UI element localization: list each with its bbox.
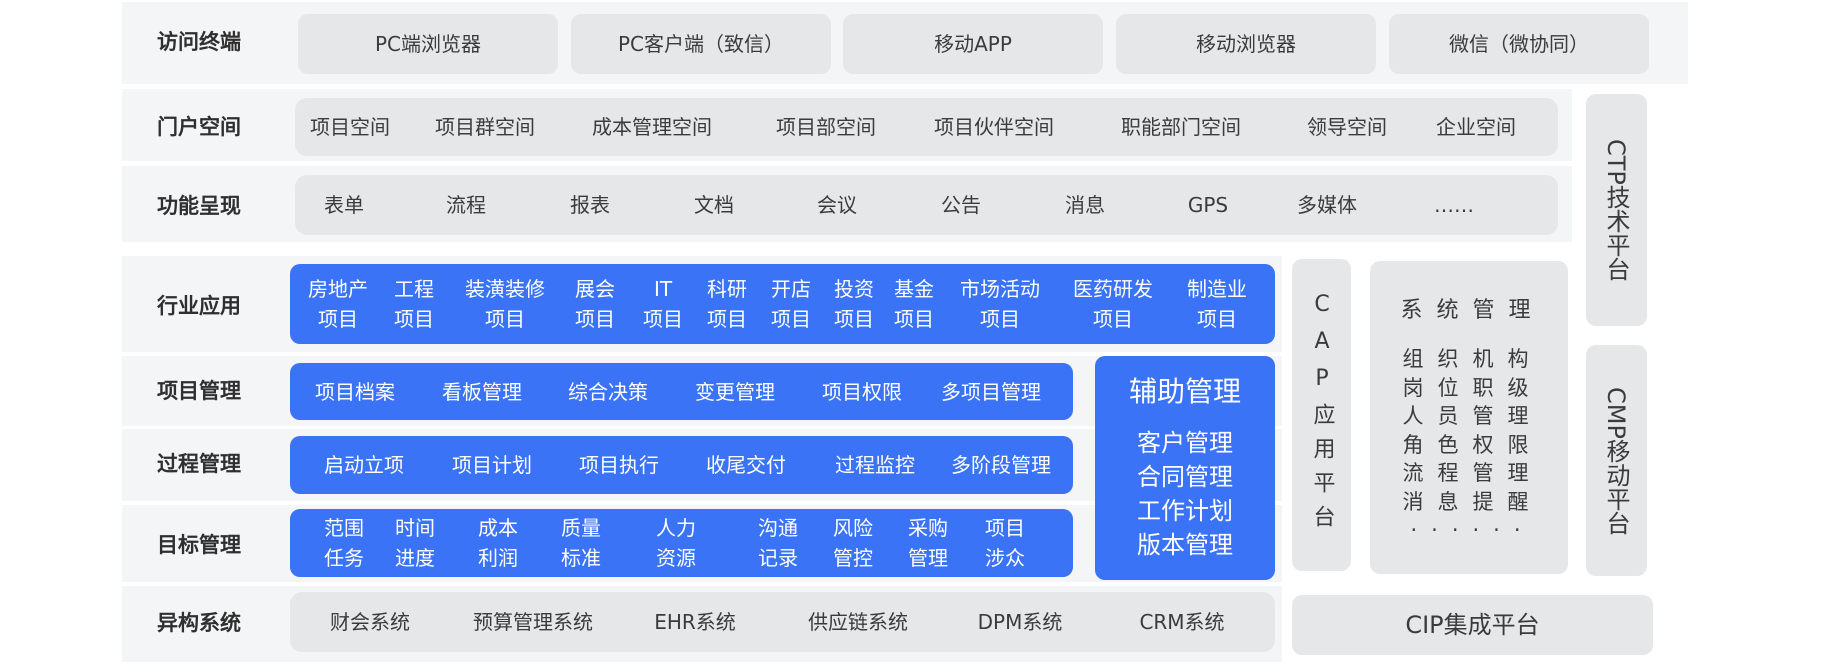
system-management-item: 流程管理 <box>1402 461 1543 485</box>
system-management-item: ······ <box>1410 518 1535 542</box>
hetero-item: 供应链系统 <box>808 610 908 634</box>
process-label: 过程管理 <box>157 452 241 476</box>
access-mobile-app: 移动APP <box>843 14 1103 74</box>
hetero-item: EHR系统 <box>654 610 736 634</box>
portal-space-bar: 项目空间 项目群空间 成本管理空间 项目部空间 项目伙伴空间 职能部门空间 领导… <box>295 98 1558 156</box>
target-item: 风险管控 <box>833 516 873 570</box>
function-item: 会议 <box>817 193 857 217</box>
industry-item: 工程项目 <box>394 277 434 331</box>
industry-item: 展会项目 <box>575 277 615 331</box>
function-label: 功能呈现 <box>157 194 241 218</box>
portal-item: 职能部门空间 <box>1121 115 1241 139</box>
aux-management-item: 合同管理 <box>1137 463 1233 491</box>
function-bar: 表单 流程 报表 文档 会议 公告 消息 GPS 多媒体 …… <box>295 175 1558 235</box>
hetero-item: 预算管理系统 <box>473 610 593 634</box>
process-item: 多阶段管理 <box>951 453 1051 477</box>
portal-item: 项目空间 <box>310 115 390 139</box>
system-management-item: 组织机构 <box>1402 347 1543 371</box>
access-mobile-browser: 移动浏览器 <box>1116 14 1376 74</box>
target-item: 沟通记录 <box>758 516 798 570</box>
hetero-bar: 财会系统 预算管理系统 EHR系统 供应链系统 DPM系统 CRM系统 <box>290 592 1275 652</box>
process-item: 项目执行 <box>579 453 659 477</box>
industry-item: 房地产项目 <box>308 277 368 331</box>
hetero-label: 异构系统 <box>157 611 241 635</box>
access-pc-client: PC客户端（致信） <box>571 14 831 74</box>
function-item: 表单 <box>324 193 364 217</box>
portal-item: 企业空间 <box>1436 115 1516 139</box>
target-item: 范围任务 <box>324 516 364 570</box>
target-item: 质量标准 <box>561 516 601 570</box>
system-management-item: 角色权限 <box>1402 432 1543 457</box>
target-bar: 范围任务 时间进度 成本利润 质量标准 人力资源 沟通记录 风险管控 采购管理 … <box>290 509 1073 577</box>
project-bar: 项目档案 看板管理 综合决策 变更管理 项目权限 多项目管理 <box>290 363 1073 420</box>
cap-platform: CAP应用平台 <box>1292 259 1351 571</box>
function-item: 文档 <box>694 193 734 217</box>
portal-item: 项目伙伴空间 <box>934 115 1054 139</box>
industry-label: 行业应用 <box>157 294 241 318</box>
system-management-item: 消息提醒 <box>1402 489 1543 514</box>
system-management-box: 系统管理 组织机构 岗位职级 人员管理 角色权限 流程管理 消息提醒 ·····… <box>1370 261 1568 574</box>
process-bar: 启动立项 项目计划 项目执行 收尾交付 过程监控 多阶段管理 <box>290 436 1073 494</box>
industry-item: 开店项目 <box>771 277 811 331</box>
aux-management-item: 版本管理 <box>1137 531 1233 559</box>
system-management-item: 岗位职级 <box>1402 375 1543 400</box>
target-item: 人力资源 <box>656 516 696 570</box>
access-terminal-label: 访问终端 <box>157 30 241 54</box>
function-item: GPS <box>1187 193 1229 217</box>
hetero-item: CRM系统 <box>1139 610 1225 634</box>
portal-item: 领导空间 <box>1307 115 1387 139</box>
aux-management-box: 辅助管理 客户管理 合同管理 工作计划 版本管理 <box>1095 356 1275 580</box>
function-item: 消息 <box>1065 193 1105 217</box>
industry-item: 科研项目 <box>707 277 747 331</box>
function-item: …… <box>1434 193 1474 217</box>
aux-management-item: 客户管理 <box>1137 429 1233 457</box>
project-item: 综合决策 <box>568 379 648 404</box>
portal-space-label: 门户空间 <box>157 115 241 139</box>
target-item: 时间进度 <box>395 516 435 570</box>
project-item: 项目权限 <box>822 379 902 404</box>
hetero-item: 财会系统 <box>330 610 410 634</box>
function-item: 多媒体 <box>1297 193 1357 217</box>
aux-management-item: 工作计划 <box>1137 497 1233 525</box>
cip-platform: CIP集成平台 <box>1292 595 1653 655</box>
project-item: 变更管理 <box>695 379 775 404</box>
target-item: 采购管理 <box>908 516 948 570</box>
project-label: 项目管理 <box>157 379 241 403</box>
hetero-item: DPM系统 <box>977 610 1063 634</box>
aux-management-list: 客户管理 合同管理 工作计划 版本管理 <box>1095 426 1275 562</box>
process-item: 过程监控 <box>835 453 915 477</box>
function-item: 公告 <box>941 193 981 217</box>
process-item: 启动立项 <box>324 453 404 477</box>
portal-item: 成本管理空间 <box>592 115 712 139</box>
access-wechat: 微信（微协同） <box>1389 14 1649 74</box>
function-item: 报表 <box>570 193 610 217</box>
industry-item: 制造业项目 <box>1187 277 1247 331</box>
target-item: 项目涉众 <box>985 516 1025 570</box>
access-pc-browser: PC端浏览器 <box>298 14 558 74</box>
system-management-item: 人员管理 <box>1402 404 1543 428</box>
industry-item: 医药研发项目 <box>1073 277 1153 331</box>
system-management-list: 组织机构 岗位职级 人员管理 角色权限 流程管理 消息提醒 ······ <box>1377 345 1568 545</box>
industry-item: 装潢装修项目 <box>465 277 545 331</box>
portal-item: 项目群空间 <box>435 115 535 139</box>
ctp-platform: CTP技术平台 <box>1586 94 1647 326</box>
function-item: 流程 <box>446 193 486 217</box>
project-item: 项目档案 <box>315 379 395 404</box>
portal-item: 项目部空间 <box>776 115 876 139</box>
project-item: 看板管理 <box>442 379 522 404</box>
process-item: 项目计划 <box>452 453 532 477</box>
target-item: 成本利润 <box>478 516 518 570</box>
aux-management-title: 辅助管理 <box>1128 375 1241 408</box>
cmp-platform: CMP移动平台 <box>1586 345 1647 576</box>
project-item: 多项目管理 <box>941 379 1041 404</box>
industry-item: 投资项目 <box>834 277 874 331</box>
industry-item: 市场活动项目 <box>960 277 1040 331</box>
process-item: 收尾交付 <box>706 453 786 477</box>
industry-item: 基金项目 <box>894 277 934 331</box>
system-management-title: 系统管理 <box>1400 298 1545 323</box>
target-label: 目标管理 <box>157 533 241 557</box>
